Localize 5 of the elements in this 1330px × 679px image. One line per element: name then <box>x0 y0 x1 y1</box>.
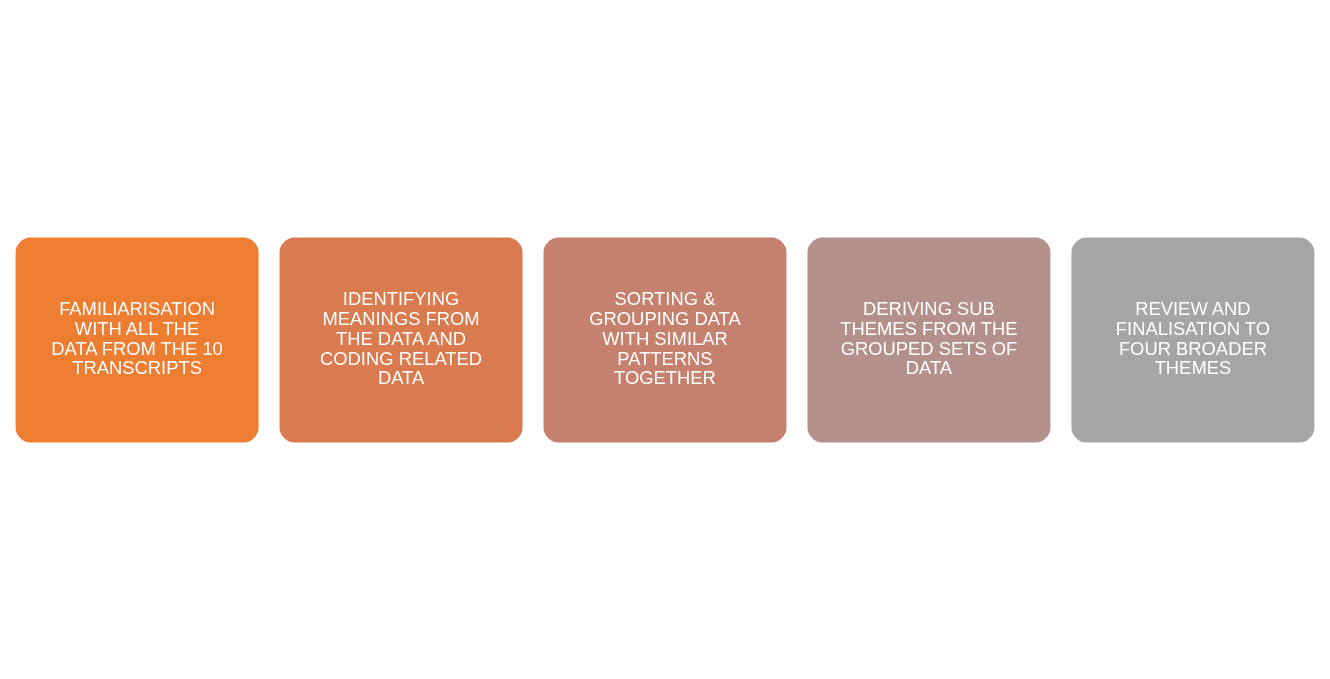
node-box: REVIEW AND FINALISATION TO FOUR BROADER THEMES <box>1068 234 1318 445</box>
node-box: SORTING & GROUPING DATA WITH SIMILAR PATTERNS TOGETHER <box>540 234 790 445</box>
node-box: FAMILIARISATION WITH ALL THE DATA FROM THE 10 TRANSCRIPTS <box>12 234 262 445</box>
node-box: DERIVING SUB THEMES FROM THE GROUPED SETS OF DATA <box>804 234 1054 445</box>
node-box: IDENTIFYING MEANINGS FROM THE DATA AND CODING RELATED DATA <box>276 234 526 445</box>
